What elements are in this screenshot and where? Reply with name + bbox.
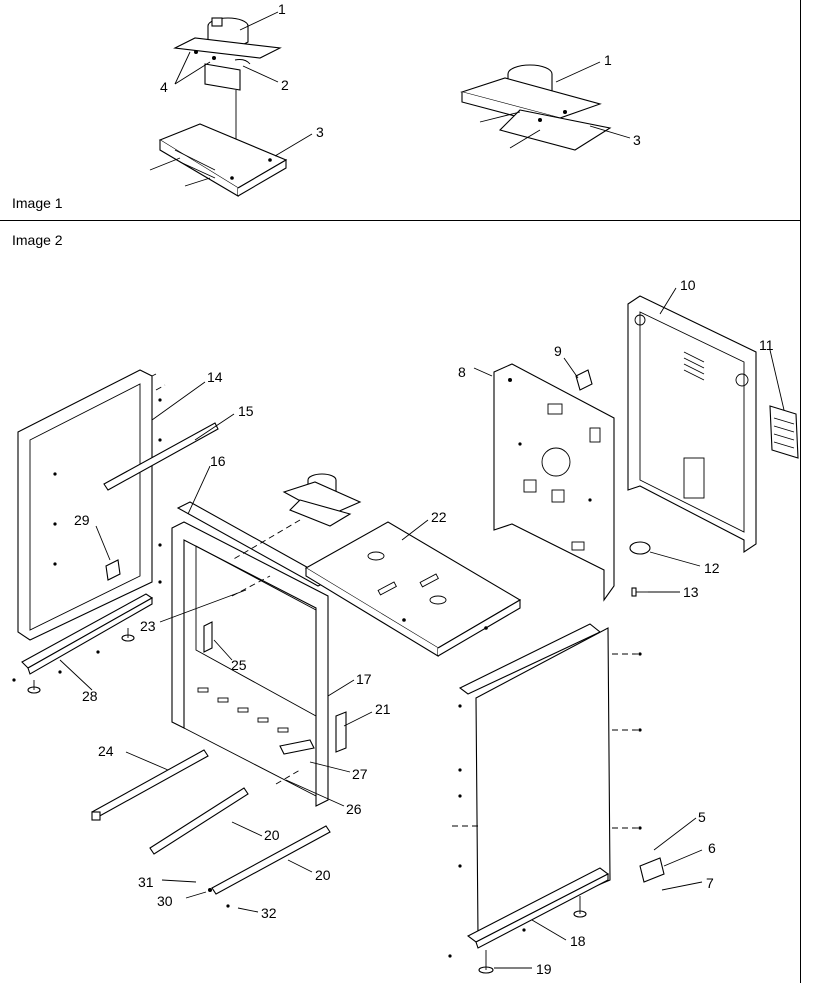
rail-part-20b [211, 825, 331, 895]
callout-20a: 20 [264, 827, 280, 843]
callout-28: 28 [82, 688, 98, 704]
front-frame-part-17 [171, 501, 332, 807]
callout-32: 32 [261, 905, 277, 921]
bracket-lower [204, 63, 241, 91]
callout-21: 21 [375, 701, 391, 717]
image1-left-assembly [149, 11, 313, 197]
bracket-part-29 [105, 559, 121, 581]
bracket-part-21 [335, 711, 347, 753]
bracket-part-27 [279, 739, 315, 755]
callout-5: 5 [698, 809, 706, 825]
part-32 [226, 904, 230, 908]
rail-part-20a [149, 787, 249, 855]
callout-20b: 20 [315, 867, 331, 883]
image1-right-assembly [460, 61, 631, 151]
callout-8: 8 [458, 364, 466, 380]
callout-11: 11 [759, 337, 774, 353]
callout-9: 9 [554, 343, 562, 359]
callout-4: 4 [160, 79, 168, 95]
part-9 [575, 369, 593, 391]
callout-23: 23 [140, 618, 156, 634]
rear-panel-part-8 [493, 363, 615, 602]
callout-6: 6 [708, 840, 716, 856]
callout-17: 17 [356, 671, 372, 687]
leader-lines [59, 287, 785, 969]
callout-2: 2 [281, 77, 289, 93]
callout-30: 30 [157, 893, 173, 909]
callout-1a: 1 [278, 1, 286, 17]
center-motor-assembly [231, 473, 362, 561]
part-30 [208, 888, 212, 892]
base-rail-part-28 [12, 593, 154, 694]
callout-24: 24 [98, 743, 114, 759]
callout-22: 22 [431, 509, 447, 525]
callout-26: 26 [346, 801, 362, 817]
callout-15: 15 [238, 403, 254, 419]
bracket-part-4 [173, 37, 282, 59]
image2-label: Image 2 [12, 232, 63, 248]
callout-10: 10 [680, 277, 696, 293]
rail-part-15 [103, 422, 219, 491]
top-panel-part-22 [304, 521, 522, 657]
part-25 [203, 621, 213, 653]
base-rail-part-18 [448, 867, 610, 974]
part-12 [629, 541, 651, 555]
callout-3b: 3 [633, 132, 641, 148]
callout-7: 7 [706, 875, 714, 891]
callout-13: 13 [683, 584, 699, 600]
panel-frame [0, 0, 801, 983]
callout-12: 12 [704, 560, 720, 576]
right-side-panel [458, 623, 642, 937]
callout-1b: 1 [604, 52, 612, 68]
rail-part-24 [91, 749, 209, 819]
callout-14: 14 [207, 369, 223, 385]
image1-label: Image 1 [12, 195, 63, 211]
callout-29: 29 [74, 512, 90, 528]
callout-18: 18 [570, 933, 586, 949]
back-panel-part-10 [627, 295, 757, 554]
rail-end-24 [91, 811, 101, 821]
callout-19: 19 [536, 961, 552, 977]
callout-3a: 3 [316, 124, 324, 140]
callout-16: 16 [210, 453, 226, 469]
bracket-part-6 [639, 857, 665, 883]
callout-31: 31 [138, 874, 154, 890]
callout-25: 25 [231, 657, 247, 673]
callout-27: 27 [352, 766, 368, 782]
grille-part-11 [769, 405, 799, 459]
